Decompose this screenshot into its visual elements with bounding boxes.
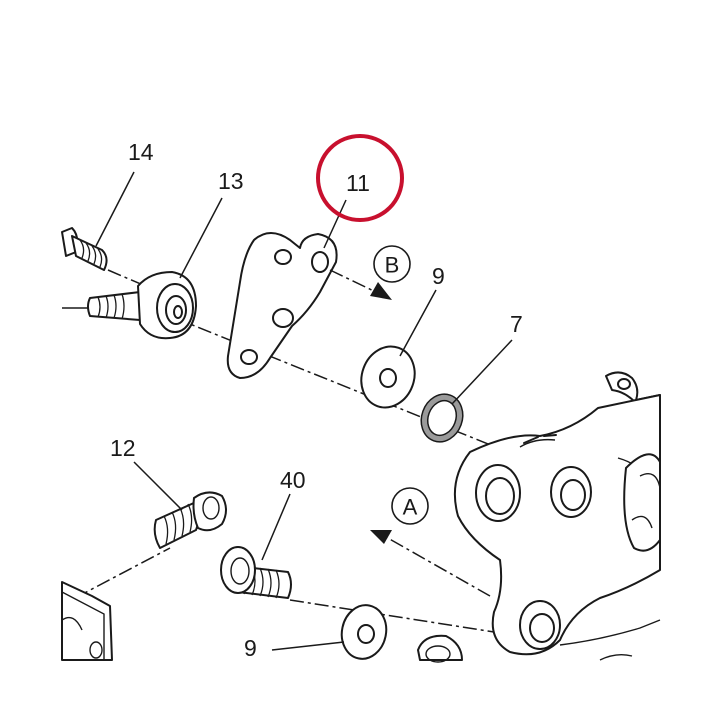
view-marker-a: A bbox=[391, 487, 429, 525]
callout-12: 12 bbox=[110, 435, 136, 461]
arrow-a-direction bbox=[370, 530, 491, 597]
leader-7 bbox=[451, 339, 513, 405]
axis-lower-mount bbox=[289, 599, 546, 641]
view-letter-b: B bbox=[385, 253, 400, 278]
leader-11 bbox=[323, 199, 347, 249]
leader-40 bbox=[261, 493, 291, 561]
leader-lines bbox=[95, 171, 513, 651]
part-12-bolt[interactable] bbox=[153, 491, 227, 549]
leader-9-upper bbox=[399, 289, 437, 357]
main-bracket bbox=[453, 371, 661, 661]
part-9-washer-upper[interactable] bbox=[353, 339, 423, 415]
highlight-circle bbox=[316, 134, 404, 222]
leader-12 bbox=[133, 461, 183, 511]
part-9-washer-lower[interactable] bbox=[337, 601, 391, 663]
view-marker-b: B bbox=[373, 245, 411, 283]
part-7-sealing-ring[interactable] bbox=[419, 392, 465, 443]
axis-bolt-12 bbox=[74, 547, 171, 599]
callout-7: 7 bbox=[510, 311, 523, 337]
callout-9-upper: 9 bbox=[432, 263, 445, 289]
callout-labels: 14 13 11 9 7 12 40 9 bbox=[110, 139, 523, 661]
leader-13 bbox=[179, 197, 223, 279]
part-13-rod-end[interactable] bbox=[62, 271, 197, 340]
view-letter-a: A bbox=[403, 495, 418, 520]
part-40-screw[interactable] bbox=[220, 546, 292, 599]
lower-nut bbox=[417, 634, 463, 663]
axis-main-upper bbox=[174, 317, 499, 449]
callout-40: 40 bbox=[280, 467, 306, 493]
leader-9-lower bbox=[271, 641, 345, 651]
callout-11: 11 bbox=[346, 170, 370, 196]
callout-9-lower: 9 bbox=[244, 635, 257, 661]
arrow-b-direction bbox=[329, 269, 392, 300]
callout-14: 14 bbox=[128, 139, 154, 165]
part-11-bracket-plate[interactable] bbox=[226, 232, 338, 379]
lower-left-housing bbox=[61, 581, 113, 661]
part-14-bolt[interactable] bbox=[61, 227, 108, 271]
leader-14 bbox=[95, 171, 135, 247]
callout-13: 13 bbox=[218, 168, 244, 194]
